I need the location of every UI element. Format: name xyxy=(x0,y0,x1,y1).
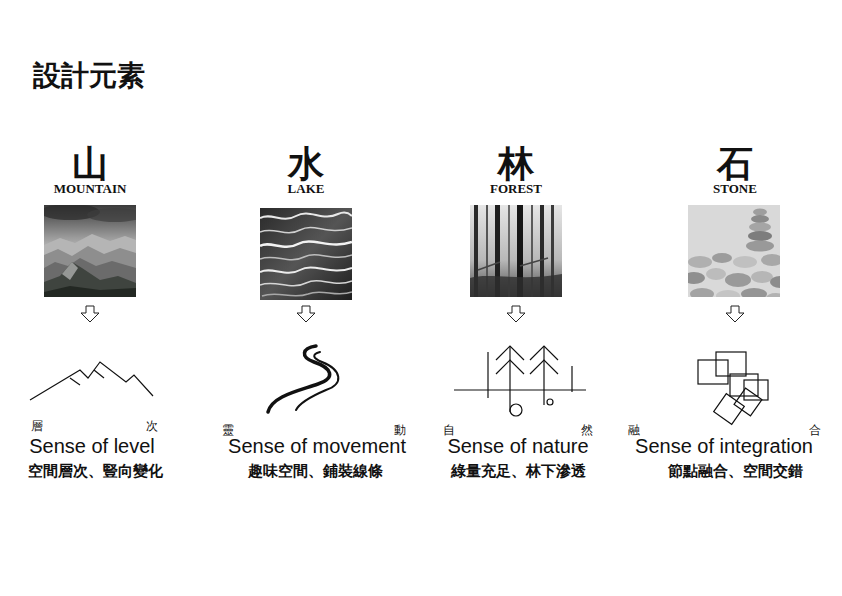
down-arrow xyxy=(81,306,744,322)
element-character: 石 xyxy=(717,144,753,185)
lake-photo-part xyxy=(260,213,352,219)
stone-photo xyxy=(688,205,780,297)
down-arrow-part xyxy=(81,306,99,322)
mountain-photo-part xyxy=(44,234,136,297)
stone-photo-part xyxy=(766,293,780,297)
sense-heading: Sense of integration xyxy=(635,435,813,458)
lake-photo-part xyxy=(260,267,352,272)
forest-icon-part xyxy=(454,389,586,390)
integration-icon xyxy=(698,352,768,424)
stone-photo-part xyxy=(688,256,712,268)
forest-photo xyxy=(470,205,562,297)
forest-photo-part xyxy=(470,205,562,297)
mountain-icon-part xyxy=(70,378,80,385)
stone-photo-part xyxy=(751,215,769,223)
forest-icon-part xyxy=(509,346,510,412)
element-name: STONE xyxy=(713,182,757,197)
lake-photo-part xyxy=(260,227,352,232)
element-name: LAKE xyxy=(288,182,325,197)
diagram-title: 設計元素 xyxy=(33,60,145,92)
movement-icon-part xyxy=(296,352,338,410)
stone-photo-part xyxy=(725,273,751,287)
lake-photo-part xyxy=(260,281,352,286)
element-name: FOREST xyxy=(490,182,542,197)
stone-photo-part xyxy=(716,290,740,297)
element-character: 林 xyxy=(498,144,534,185)
movement-icon-part xyxy=(268,346,330,412)
sense-heading: Sense of movement xyxy=(228,435,406,458)
forest-icon xyxy=(454,346,586,416)
mountain-icon xyxy=(30,362,153,400)
down-arrow-part xyxy=(507,306,525,322)
element-character: 水 xyxy=(288,144,324,185)
stone-photo-part xyxy=(688,205,780,297)
forest-icon-part xyxy=(510,404,522,416)
stone-photo-part xyxy=(690,288,714,297)
sense-description: 趣味空間、鋪裝線條 xyxy=(248,463,383,480)
keyword-character: 層 xyxy=(31,420,43,434)
stone-photo-part xyxy=(753,209,767,216)
stone-photo-part xyxy=(746,241,774,252)
forest-photo-part xyxy=(478,258,548,270)
movement-icon xyxy=(268,346,338,412)
forest-icon-part xyxy=(543,346,544,405)
sense-description: 空間層次、豎向變化 xyxy=(28,463,163,480)
mountain-icon-part xyxy=(94,370,104,378)
integration-icon-part xyxy=(698,360,728,384)
mountain-photo-part xyxy=(44,258,136,297)
keyword-character: 次 xyxy=(146,420,158,434)
stone-photo-part xyxy=(751,271,773,283)
sense-heading: Sense of level xyxy=(29,435,155,458)
down-arrow-part xyxy=(297,306,315,322)
stone-photo-part xyxy=(749,223,771,232)
sense-description: 節點融合、空間交錯 xyxy=(668,463,803,480)
element-character: 山 xyxy=(72,144,108,185)
stone-photo-part xyxy=(748,231,772,241)
forest-photo-part xyxy=(470,274,562,297)
mountain-photo-part xyxy=(44,246,136,297)
integration-icon-part xyxy=(716,352,746,376)
mountain-photo-part xyxy=(87,208,136,222)
sense-description: 綠量充足、林下滲透 xyxy=(451,463,586,480)
mountain-photo-part xyxy=(62,262,78,280)
stone-photo-part xyxy=(706,268,726,280)
down-arrow-part xyxy=(726,306,744,322)
lake-photo-part xyxy=(260,241,352,246)
mountain-photo-part xyxy=(44,286,136,297)
stone-photo-part xyxy=(770,276,780,288)
stone-photo-part xyxy=(741,288,767,297)
forest-icon-part xyxy=(487,352,488,398)
lake-photo-part xyxy=(260,255,352,260)
mountain-photo xyxy=(44,205,136,297)
mountain-photo-part xyxy=(44,262,136,297)
stone-photo-part xyxy=(761,254,780,266)
lake-photo xyxy=(260,208,352,300)
sense-heading: Sense of nature xyxy=(447,435,588,458)
forest-icon-part xyxy=(547,399,553,405)
element-name: MOUNTAIN xyxy=(54,182,127,197)
lake-photo-part xyxy=(262,292,352,296)
forest-icon-part xyxy=(571,366,572,392)
stone-photo-part xyxy=(688,272,705,284)
lake-photo-part xyxy=(260,208,352,300)
integration-icon-part xyxy=(734,388,762,416)
stone-photo-part xyxy=(733,256,757,268)
stone-photo-part xyxy=(712,253,732,263)
mountain-icon-part xyxy=(30,362,153,400)
